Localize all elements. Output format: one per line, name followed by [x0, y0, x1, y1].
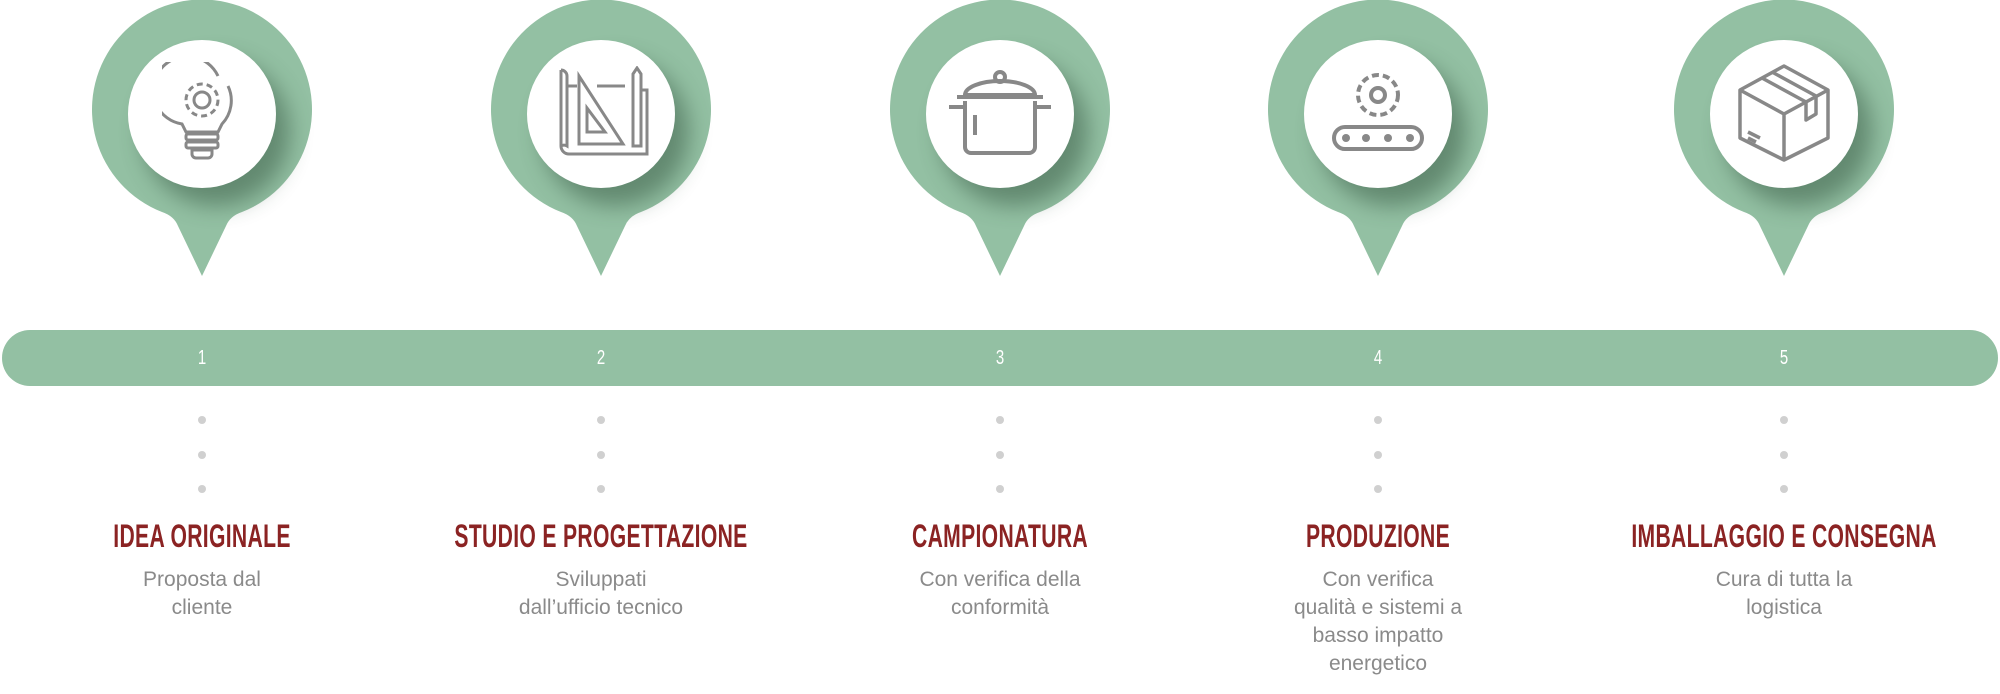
- step-description: Sviluppati dall’ufficio tecnico: [451, 566, 751, 622]
- step-title: STUDIO E PROGETTAZIONE: [454, 518, 748, 554]
- description-line: Cura di tutta la: [1715, 568, 1853, 591]
- step-description: Cura di tutta la logistica: [1634, 566, 1934, 622]
- timeline-bar: [2, 330, 1998, 386]
- step-title: IMBALLAGGIO E CONSEGNA: [1631, 518, 1937, 554]
- package-box-icon: [1734, 62, 1834, 167]
- icon-circle: [128, 40, 276, 188]
- connector-dot: [996, 416, 1004, 424]
- description-line: Con verifica: [1322, 568, 1434, 591]
- step-description: Con verifica della conformità: [850, 566, 1150, 622]
- connector-dot: [1780, 451, 1788, 459]
- step-title: IDEA ORIGINALE: [113, 518, 291, 554]
- conveyor-gear-icon: [1328, 67, 1428, 162]
- icon-circle: [527, 40, 675, 188]
- connector-dot: [198, 416, 206, 424]
- connector-dot: [1780, 416, 1788, 424]
- step-title: PRODUZIONE: [1305, 518, 1451, 554]
- connector-dot: [198, 485, 206, 493]
- step-number: 5: [1779, 347, 1789, 369]
- step-number: 1: [197, 347, 207, 369]
- connector-dot: [198, 451, 206, 459]
- step-description: Con verifica qualità e sistemi a basso imp…: [1228, 566, 1528, 678]
- step-number: 3: [995, 347, 1005, 369]
- icon-circle: [1304, 40, 1452, 188]
- connector-dot: [1374, 451, 1382, 459]
- icon-circle: [1710, 40, 1858, 188]
- description-line: logistica: [1746, 596, 1822, 619]
- blueprint-icon: [551, 64, 651, 163]
- connector-dot: [597, 416, 605, 424]
- description-line: Proposta dal: [143, 568, 261, 591]
- connector-dot: [597, 485, 605, 493]
- connector-dot: [597, 451, 605, 459]
- step-description: Proposta dal cliente: [52, 566, 352, 622]
- description-line: dall’ufficio tecnico: [518, 596, 684, 619]
- connector-dot: [996, 451, 1004, 459]
- description-line: energetico: [1328, 652, 1428, 675]
- step-number: 4: [1373, 347, 1383, 369]
- icon-circle: [926, 40, 1074, 188]
- connector-dot: [1374, 485, 1382, 493]
- description-line: Sviluppati: [555, 568, 647, 591]
- step-title: CAMPIONATURA: [911, 518, 1089, 554]
- lightbulb-gear-icon: [151, 54, 242, 167]
- description-line: conformità: [950, 596, 1050, 619]
- description-line: Con verifica della: [919, 568, 1081, 591]
- step-number: 2: [596, 347, 606, 369]
- description-line: qualità e sistemi a: [1293, 596, 1463, 619]
- description-line: cliente: [171, 596, 233, 619]
- connector-dot: [1374, 416, 1382, 424]
- connector-dot: [1780, 485, 1788, 493]
- description-line: basso impatto: [1312, 624, 1444, 647]
- cooking-pot-icon: [945, 67, 1055, 162]
- connector-dot: [996, 485, 1004, 493]
